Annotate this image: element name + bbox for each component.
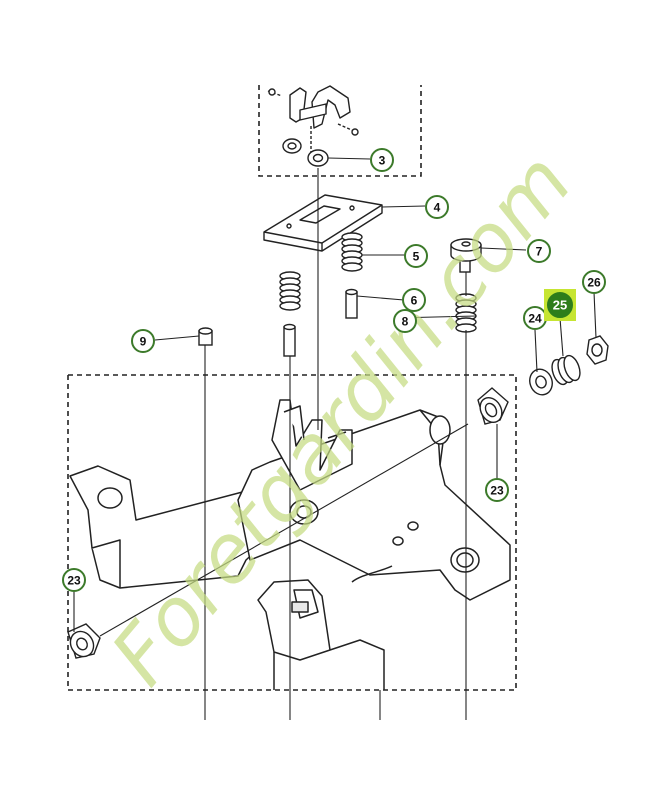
washer-part-24 [529,368,553,396]
callout-25-highlighted[interactable]: 25 [544,289,576,321]
leader-lines [73,157,597,720]
bushing-part-23-left [67,623,101,659]
main-frame [69,399,511,690]
callout-26[interactable]: 26 [582,270,606,294]
callout-23-right[interactable]: 23 [485,478,509,502]
callout-3[interactable]: 3 [370,148,394,172]
callout-label: 8 [402,315,409,329]
callout-label: 5 [413,250,420,264]
callout-label: 4 [434,201,441,215]
spring-left [279,271,301,311]
callout-8[interactable]: 8 [393,309,417,333]
pin-part-6 [345,288,358,319]
callout-9[interactable]: 9 [131,329,155,353]
callout-4[interactable]: 4 [425,195,449,219]
callout-label: 9 [140,335,147,349]
washer-part-3 [282,138,329,167]
bushing-part-23-right [477,387,509,425]
callout-7[interactable]: 7 [527,239,551,263]
callout-label: 3 [379,154,386,168]
callout-5[interactable]: 5 [404,244,428,268]
callout-label: 26 [587,276,601,290]
screw-part-9 [198,327,213,346]
pin-left [283,323,296,357]
callout-23-left[interactable]: 23 [62,568,86,592]
callout-label: 23 [490,484,504,498]
callout-label: 23 [67,574,81,588]
upper-linkage-assembly [267,85,359,160]
cap-part-7 [450,238,482,273]
upper-subassembly-box [258,85,422,177]
spring-part-25 [551,354,581,386]
callout-label: 7 [536,245,543,259]
callout-label: 24 [528,312,542,326]
nut-part-26 [586,335,609,365]
plate-part-4 [263,194,383,252]
spring-part-5 [341,232,363,272]
callout-24[interactable]: 24 [523,306,547,330]
callout-label: 25 [553,298,567,313]
callout-6[interactable]: 6 [402,288,426,312]
callout-label: 6 [411,294,418,308]
